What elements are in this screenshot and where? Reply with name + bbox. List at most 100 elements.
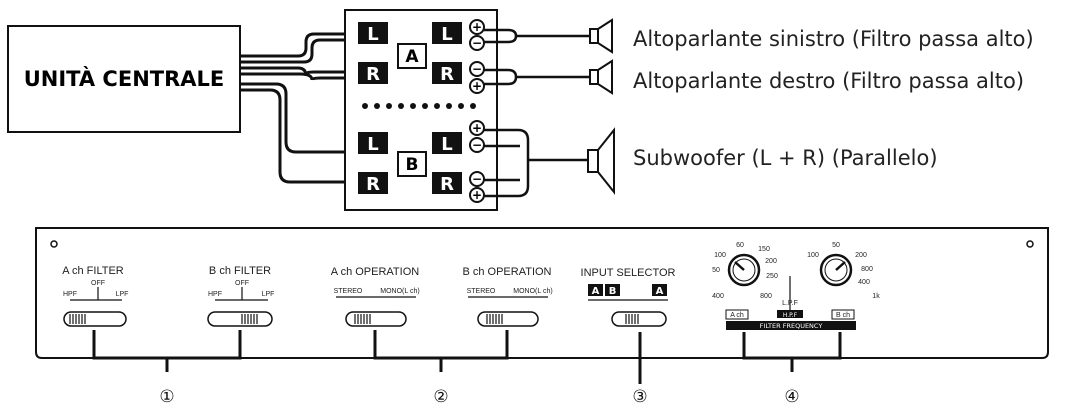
input-selector-control: INPUT SELECTOR A B A bbox=[581, 267, 676, 327]
b-ch-tag bbox=[831, 309, 855, 320]
terminal-plus-icon bbox=[469, 19, 485, 35]
callout-4: ④ bbox=[784, 387, 799, 407]
b-freq-mark: 1k bbox=[872, 293, 880, 300]
subwoofer-label: Subwoofer (L + R) (Parallelo) bbox=[633, 146, 938, 170]
channel-b-label: B bbox=[406, 155, 419, 175]
wire-a-left-2 bbox=[240, 38, 352, 64]
wire-a-right-2 bbox=[240, 72, 352, 81]
b-right-in-tag bbox=[358, 172, 388, 194]
input-opt-b: B bbox=[609, 286, 617, 297]
a-freq-mark: 200 bbox=[765, 258, 777, 265]
lpf-center-label: L.P.F bbox=[782, 300, 798, 307]
b-operation-control: B ch OPERATION STEREO MONO(L ch) bbox=[462, 266, 553, 327]
a-filter-title: A ch FILTER bbox=[62, 265, 124, 277]
terminal-plus-sign: + bbox=[472, 188, 482, 202]
b-filter-switch[interactable] bbox=[207, 311, 273, 327]
a-operation-mono: MONO(L ch) bbox=[380, 288, 419, 295]
b-operation-mono: MONO(L ch) bbox=[513, 288, 552, 295]
terminal-minus-sign: − bbox=[472, 36, 482, 50]
input-wires bbox=[240, 32, 352, 184]
junction-box: L R A L R + − − + L R bbox=[344, 9, 498, 211]
channel-b-box bbox=[397, 151, 427, 177]
b-right-out-tag bbox=[432, 172, 462, 194]
terminal-minus-sign: − bbox=[472, 138, 482, 152]
a-ch-tag bbox=[725, 309, 749, 320]
a-left-in-tag bbox=[358, 22, 388, 44]
wire-b-left bbox=[240, 82, 352, 154]
a-filter-hpf: HPF bbox=[63, 291, 77, 298]
b-filter-lpf: LPF bbox=[262, 291, 275, 298]
output-wires bbox=[484, 28, 590, 198]
b-filter-switch-knob bbox=[241, 314, 258, 324]
filter-frequency-bar bbox=[726, 321, 856, 330]
wire-a-left bbox=[240, 32, 352, 58]
b-freq-mark: 200 bbox=[855, 252, 867, 259]
b-freq-mark: 50 bbox=[832, 242, 840, 249]
terminal-plus-sign: + bbox=[472, 79, 482, 93]
filter-frequency-control: 60 100 150 200 250 50 400 800 50 100 200… bbox=[712, 242, 880, 330]
input-opt-a-tag bbox=[588, 284, 603, 296]
terminal-minus-sign: − bbox=[472, 172, 482, 186]
b-filter-off: OFF bbox=[235, 280, 249, 287]
a-freq-mark: 250 bbox=[766, 273, 778, 280]
a-right-in-tag bbox=[358, 62, 388, 84]
a-freq-mark: 100 bbox=[714, 252, 726, 259]
a-frequency-pointer bbox=[734, 261, 745, 271]
a-operation-stereo: STEREO bbox=[334, 288, 363, 295]
a-filter-lpf: LPF bbox=[116, 291, 129, 298]
a-ch-tag-label: A ch bbox=[730, 312, 744, 319]
terminal-minus-sign: − bbox=[472, 62, 482, 76]
b-left-out-tag bbox=[432, 132, 462, 154]
input-selector-switch[interactable] bbox=[611, 311, 667, 327]
b-operation-title: B ch OPERATION bbox=[462, 266, 551, 278]
a-operation-control: A ch OPERATION STEREO MONO(L ch) bbox=[331, 266, 420, 327]
input-opt-b-tag bbox=[605, 284, 620, 296]
a-filter-control: A ch FILTER OFF HPF LPF bbox=[62, 265, 129, 327]
channel-a-label: A bbox=[405, 47, 419, 67]
a-operation-title: A ch OPERATION bbox=[331, 266, 419, 278]
input-selector-switch-knob bbox=[625, 314, 639, 324]
a-left-in-label: L bbox=[367, 24, 378, 45]
main-unit-label: UNITÀ CENTRALE bbox=[24, 66, 225, 91]
b-frequency-pointer bbox=[835, 261, 846, 271]
b-operation-switch-knob bbox=[486, 314, 503, 324]
control-panel: A ch FILTER OFF HPF LPF B ch FILTER OFF … bbox=[35, 227, 1049, 384]
wire-b-right bbox=[240, 88, 352, 184]
hpf-center-tag bbox=[777, 310, 803, 318]
a-freq-mark: 150 bbox=[758, 246, 770, 253]
a-left-out-label: L bbox=[441, 24, 452, 45]
subwoofer-icon bbox=[587, 127, 615, 195]
speaker-right-label: Altoparlante destro (Filtro passa alto) bbox=[633, 69, 1024, 93]
wire-sub-loop bbox=[484, 128, 530, 198]
a-freq-mark: 400 bbox=[712, 293, 724, 300]
a-filter-off: OFF bbox=[91, 280, 105, 287]
b-left-in-tag bbox=[358, 132, 388, 154]
input-opt-single-tag bbox=[652, 284, 667, 296]
b-filter-control: B ch FILTER OFF HPF LPF bbox=[207, 265, 275, 327]
b-freq-mark: 100 bbox=[807, 252, 819, 259]
b-terminals: + − − + bbox=[469, 120, 485, 203]
b-freq-mark: 400 bbox=[858, 279, 870, 286]
input-opt-single: A bbox=[656, 286, 664, 297]
input-selector-title: INPUT SELECTOR bbox=[581, 267, 676, 279]
callout-brackets bbox=[92, 330, 842, 384]
b-filter-hpf: HPF bbox=[208, 291, 222, 298]
a-filter-switch-knob bbox=[69, 314, 86, 324]
terminal-plus-icon bbox=[469, 120, 485, 136]
a-right-in-label: R bbox=[366, 64, 380, 85]
b-right-in-label: R bbox=[366, 174, 380, 195]
filter-frequency-bar-label: FILTER FREQUENCY bbox=[760, 322, 823, 330]
a-right-out-label: R bbox=[440, 64, 454, 85]
terminal-plus-sign: + bbox=[472, 121, 482, 135]
a-freq-mark: 60 bbox=[736, 242, 744, 249]
input-opt-a: A bbox=[592, 286, 600, 297]
a-left-out-tag bbox=[432, 22, 462, 44]
main-unit-box bbox=[7, 25, 241, 133]
channel-a-box bbox=[397, 43, 427, 69]
terminal-plus-sign: + bbox=[472, 20, 482, 34]
b-ch-tag-label: B ch bbox=[836, 312, 850, 319]
a-freq-mark: 50 bbox=[712, 267, 720, 274]
terminal-plus-icon bbox=[469, 78, 485, 94]
callout-3: ③ bbox=[632, 387, 647, 407]
